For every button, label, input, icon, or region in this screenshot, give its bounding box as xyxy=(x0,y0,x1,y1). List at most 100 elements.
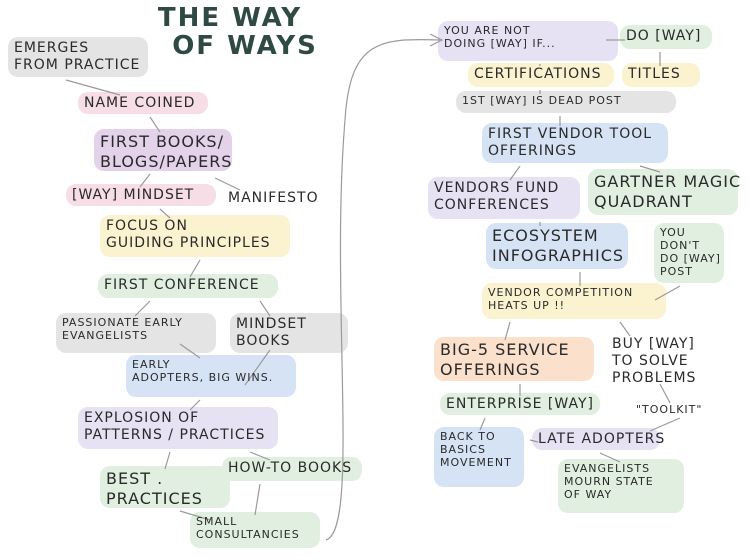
connector-line xyxy=(249,451,271,461)
emerges-text: EMERGES xyxy=(14,40,90,56)
connector-line xyxy=(179,510,211,521)
ecosystem-text: ECOSYSTEM xyxy=(492,226,599,245)
vendors-fund-text: CONFERENCES xyxy=(434,197,550,213)
connector-line xyxy=(65,79,121,96)
connector-line xyxy=(599,452,621,463)
evangelists-mourn-text: MOURN STATE xyxy=(564,475,654,488)
mindset-books-text: MINDSET xyxy=(236,316,307,332)
connector-line xyxy=(189,399,201,411)
title-line-1: THE WAY xyxy=(157,3,303,33)
name-coined-node: NAME COINED xyxy=(84,95,195,112)
connector-line xyxy=(244,349,271,386)
not-doing-text: DOING [WAY] IF... xyxy=(444,37,556,50)
first-books-text: BLOGS/PAPERS xyxy=(100,152,233,171)
certifications-text: CERTIFICATIONS xyxy=(474,66,602,82)
way-mindset-node: [WAY] MINDSET xyxy=(72,187,194,204)
dont-do-text: YOU xyxy=(660,226,686,239)
late-adopters-node: LATE ADOPTERS xyxy=(538,431,665,448)
back-to-basics-text: BACK TO xyxy=(440,430,496,443)
not-doing-highlight xyxy=(438,21,618,61)
big5-highlight xyxy=(434,337,594,381)
buy-way-text: PROBLEMS xyxy=(612,370,697,386)
connector-line xyxy=(159,208,171,219)
toolkit-text: "TOOLKIT" xyxy=(636,403,703,416)
vendor-competition-highlight xyxy=(482,283,666,319)
titles-node: TITLES xyxy=(628,66,681,83)
connector-line xyxy=(619,321,631,337)
toolkit-node: "TOOLKIT" xyxy=(636,403,702,416)
titles-text: TITLES xyxy=(628,66,681,82)
explosion-text: PATTERNS / PRACTICES xyxy=(84,427,266,443)
focus-text: GUIDING PRINCIPLES xyxy=(106,235,271,251)
first-books-text: FIRST BOOKS/ xyxy=(100,132,224,151)
buy-way-text: BUY [WAY] xyxy=(612,336,695,352)
small-consultancies-text: CONSULTANCIES xyxy=(196,528,300,541)
enterprise-highlight xyxy=(440,393,600,415)
diagram-title: THE WAY OF WAYS xyxy=(140,4,320,60)
explosion-text: EXPLOSION OF xyxy=(84,410,200,426)
first-conference-text: FIRST CONFERENCE xyxy=(104,277,260,293)
dont-do-highlight xyxy=(654,223,724,283)
vendor-tool-text: OFFERINGS xyxy=(488,143,578,159)
first-conference-highlight xyxy=(98,274,278,298)
connector-line xyxy=(654,285,681,301)
connector-line xyxy=(254,483,261,516)
small-consultancies-text: SMALL xyxy=(196,515,238,528)
early-adopters-text: ADOPTERS, BIG WINS. xyxy=(132,371,274,384)
buy-way-text: TO SOLVE xyxy=(612,353,689,369)
gartner-text: QUADRANT xyxy=(594,192,693,211)
early-adopters-text: EARLY xyxy=(132,358,171,371)
explosion-highlight xyxy=(78,407,278,449)
gartner-text: GARTNER MAGIC xyxy=(594,172,742,191)
first-books-highlight xyxy=(94,129,232,171)
how-to-books-node: HOW-TO BOOKS xyxy=(228,460,352,477)
connector-line xyxy=(504,321,511,341)
best-practices-text: BEST . xyxy=(106,469,164,488)
vendors-fund-highlight xyxy=(428,177,580,219)
best-practices-highlight xyxy=(100,466,230,508)
big5-text: BIG-5 SERVICE xyxy=(440,340,570,359)
big5-text: OFFERINGS xyxy=(440,360,541,379)
name-coined-text: NAME COINED xyxy=(84,95,196,111)
connector-line xyxy=(529,439,539,443)
best-practices-text: PRACTICES xyxy=(106,489,203,508)
connector-line xyxy=(479,417,486,431)
first-books-node: FIRST BOOKS/BLOGS/PAPERS xyxy=(100,132,232,172)
do-way-node: DO [WAY] xyxy=(626,28,701,45)
connector-line xyxy=(509,165,521,181)
first-conference-node: FIRST CONFERENCE xyxy=(104,277,260,294)
ecosystem-text: INFOGRAPHICS xyxy=(492,246,625,265)
certifications-node: CERTIFICATIONS xyxy=(474,66,602,83)
connector-line xyxy=(134,300,151,317)
connector-line xyxy=(164,451,171,470)
how-to-books-text: HOW-TO BOOKS xyxy=(228,460,353,476)
dont-do-text: POST xyxy=(660,265,693,278)
how-to-books-highlight xyxy=(222,457,362,481)
connector-line xyxy=(649,417,681,432)
vendors-fund-text: VENDORS FUND xyxy=(434,180,560,196)
passionate-highlight xyxy=(56,313,216,353)
dead-post-text: 1st [WAY] IS DEAD POST xyxy=(462,94,622,107)
small-consultancies-highlight xyxy=(190,512,320,548)
dont-do-text: DON'T xyxy=(660,239,701,252)
early-adopters-highlight xyxy=(126,355,296,397)
dead-post-highlight xyxy=(456,91,676,113)
dead-post-node: 1st [WAY] IS DEAD POST xyxy=(462,94,622,107)
dont-do-text: DO [WAY] xyxy=(660,252,721,265)
manifesto-text: MANIFESTO xyxy=(228,190,319,206)
titles-highlight xyxy=(622,63,700,87)
back-to-basics-text: MOVEMENT xyxy=(440,456,512,469)
vendor-competition-text: VENDOR COMPETITION xyxy=(488,286,634,299)
evangelists-mourn-text: EVANGELISTS xyxy=(564,462,651,475)
